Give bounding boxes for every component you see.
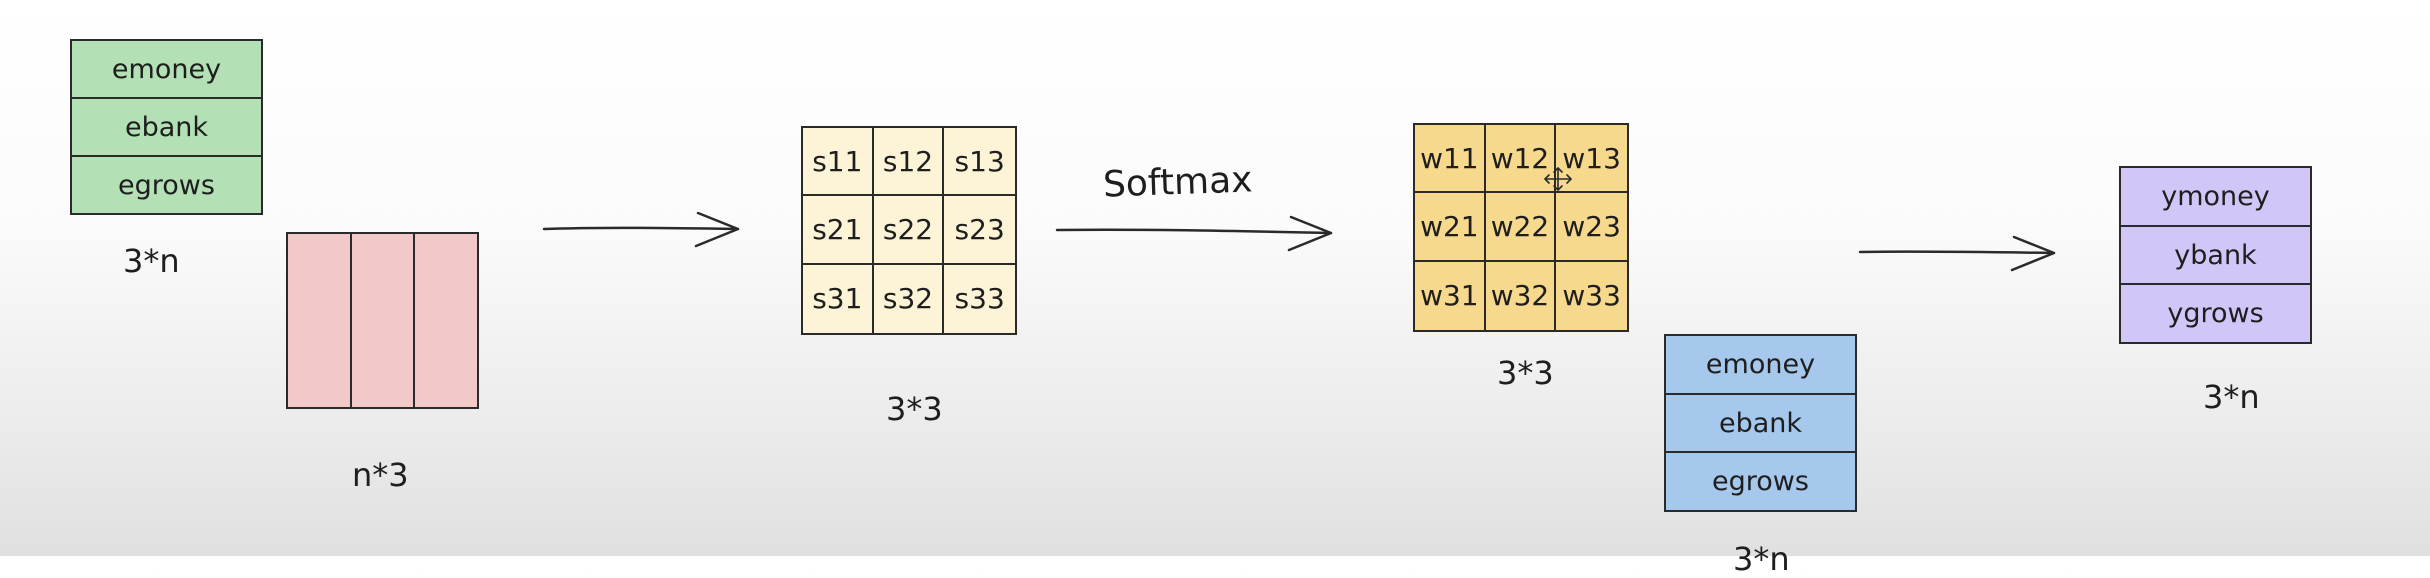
score-cell: s13 bbox=[944, 128, 1015, 197]
score-matrix: s11 s12 s13 s21 s22 s23 s31 s32 s33 bbox=[801, 126, 1017, 335]
e-matrix-2-row: egrows bbox=[1666, 451, 1855, 510]
move-cursor-icon bbox=[1541, 166, 1575, 192]
weight-cell: w13 bbox=[1556, 125, 1627, 194]
weight-cell: w21 bbox=[1415, 193, 1486, 262]
transposed-matrix-column bbox=[288, 234, 350, 407]
e-matrix-row: egrows bbox=[72, 155, 261, 213]
y-matrix-row: ymoney bbox=[2161, 180, 2270, 212]
weight-cell: w33 bbox=[1562, 279, 1621, 313]
e-matrix-row: ebank bbox=[72, 97, 261, 155]
y-matrix-row: ybank bbox=[2121, 224, 2310, 284]
y-matrix-row: ygrows bbox=[2121, 283, 2310, 342]
weight-cell: w11 bbox=[1415, 125, 1486, 194]
weight-cell: w12 bbox=[1485, 125, 1557, 194]
score-cell: s32 bbox=[874, 264, 945, 333]
e-matrix-dim: 3*n bbox=[123, 242, 180, 280]
weight-cell: w32 bbox=[1486, 261, 1557, 330]
arrow-right-icon bbox=[1055, 212, 1335, 252]
softmax-label: Softmax bbox=[1102, 159, 1254, 206]
transposed-matrix bbox=[286, 232, 479, 409]
score-cell: s22 bbox=[873, 196, 945, 265]
weight-cell: w31 bbox=[1415, 261, 1486, 330]
y-matrix: ymoney ybank ygrows bbox=[2119, 166, 2312, 344]
score-cell: s21 bbox=[803, 196, 874, 265]
weight-cell: w23 bbox=[1556, 193, 1627, 262]
e-matrix-row: emoney bbox=[111, 53, 222, 85]
e-matrix: emoney ebank egrows bbox=[70, 39, 263, 215]
transposed-matrix-column bbox=[349, 234, 414, 407]
e-matrix-2-row: ebank bbox=[1666, 392, 1855, 452]
score-matrix-dim: 3*3 bbox=[886, 390, 943, 428]
score-cell: s11 bbox=[803, 128, 874, 197]
e-matrix-2-row: emoney bbox=[1705, 348, 1816, 380]
arrow-right-icon bbox=[542, 208, 742, 248]
score-cell: s33 bbox=[954, 282, 1005, 316]
weight-matrix-dim: 3*3 bbox=[1497, 354, 1554, 392]
weight-cell: w22 bbox=[1485, 193, 1557, 262]
weight-matrix: w11 w12 w13 w21 w22 w23 w31 w32 w33 bbox=[1413, 123, 1629, 332]
score-cell: s23 bbox=[944, 196, 1015, 265]
transposed-matrix-column bbox=[413, 234, 477, 407]
transposed-matrix-dim: n*3 bbox=[352, 456, 409, 494]
e-matrix-2: emoney ebank egrows bbox=[1664, 334, 1857, 512]
e-matrix-2-dim: 3*n bbox=[1733, 540, 1790, 578]
y-matrix-dim: 3*n bbox=[2203, 378, 2260, 416]
score-cell: s31 bbox=[803, 264, 874, 333]
arrow-right-icon bbox=[1858, 232, 2058, 272]
score-cell: s12 bbox=[873, 128, 945, 197]
